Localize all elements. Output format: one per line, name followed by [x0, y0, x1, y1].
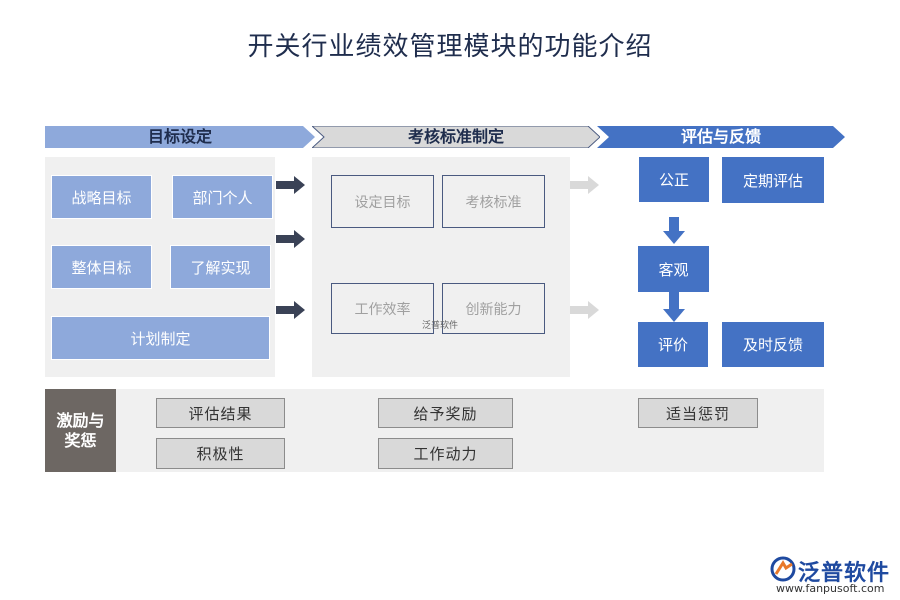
strategic-goal-box: 战略目标 [51, 175, 152, 219]
evaluation-feedback-banner-shape [597, 126, 845, 148]
watermark-text: 泛普软件 [422, 321, 459, 331]
assessment-standard-box: 考核标准 [442, 175, 545, 228]
arrow-down-icon [663, 217, 685, 244]
appropriate-punishment-box: 适当惩罚 [638, 398, 758, 428]
objective-box: 客观 [638, 246, 709, 292]
incentives-label: 激励与 奖惩 [45, 389, 116, 472]
overall-goal-box: 整体目标 [51, 245, 152, 289]
give-reward-box: 给予奖励 [378, 398, 513, 428]
plan-making-box: 计划制定 [51, 316, 270, 360]
evaluation-feedback-header: 评估与反馈 [680, 127, 761, 146]
goal-setting-banner-shape [45, 126, 315, 148]
innovation-ability-box: 创新能力 [442, 283, 545, 334]
goal-setting-header: 目标设定 [147, 127, 212, 146]
brand-name: 泛普软件 [798, 561, 891, 586]
arrow-right-icon [570, 176, 599, 194]
fair-box: 公正 [639, 157, 709, 202]
evaluation-feedback-banner: 评估与反馈 [597, 126, 845, 148]
goal-setting-banner: 目标设定 [45, 126, 315, 148]
brand-logo-icon [770, 556, 796, 582]
assessment-standards-banner: 考核标准制定 [312, 126, 600, 148]
assessment-standards-banner-shape [312, 126, 600, 148]
understand-achieve-box: 了解实现 [170, 245, 271, 289]
work-motivation-box: 工作动力 [378, 438, 513, 469]
assessment-standards-header: 考核标准制定 [407, 127, 504, 146]
timely-feedback-box: 及时反馈 [722, 322, 824, 367]
work-efficiency-box: 工作效率 [331, 283, 434, 334]
arrow-down-icon [663, 292, 685, 322]
arrow-right-icon [276, 301, 305, 319]
regular-evaluation-box: 定期评估 [722, 157, 824, 203]
arrow-right-icon [276, 230, 305, 248]
arrow-right-icon [570, 301, 599, 319]
appraisal-box: 评价 [638, 322, 708, 367]
set-goal-box: 设定目标 [331, 175, 434, 228]
enthusiasm-box: 积极性 [156, 438, 285, 469]
brand-url: www.fanpusoft.com [776, 582, 885, 595]
page-title: 开关行业绩效管理模块的功能介绍 [247, 32, 653, 62]
department-individual-box: 部门个人 [172, 175, 273, 219]
evaluation-result-box: 评估结果 [156, 398, 285, 428]
arrow-right-icon [276, 176, 305, 194]
